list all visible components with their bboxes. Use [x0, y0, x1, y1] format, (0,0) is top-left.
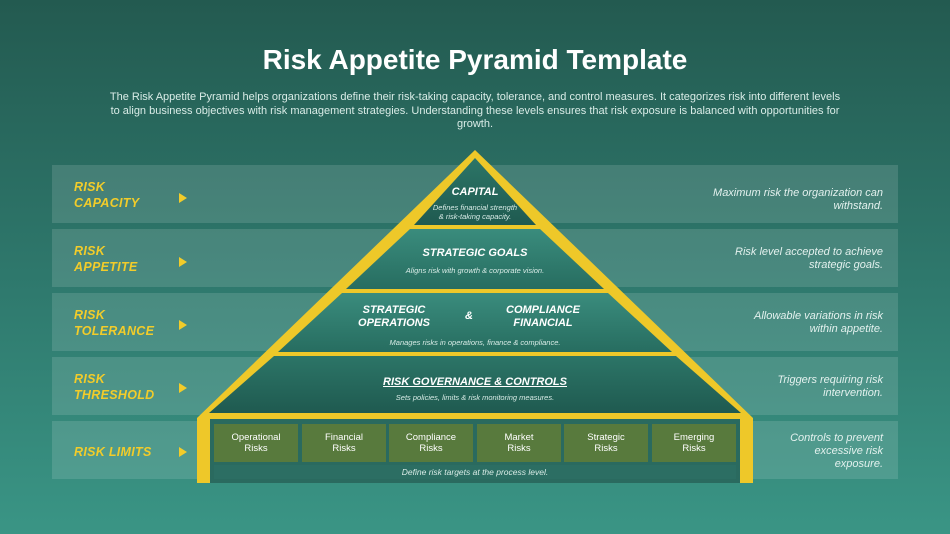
- level-label-limits: RISK LIMITS: [74, 445, 152, 459]
- level-desc-limits: Controls to prevent excessive risk expos…: [790, 432, 883, 470]
- arrow-right-icon: [179, 383, 187, 393]
- page-title: Risk Appetite Pyramid Template: [262, 44, 688, 75]
- level-desc-appetite: Risk level accepted to achieve strategic…: [735, 246, 883, 271]
- arrow-right-icon: [179, 320, 187, 330]
- capital-sub-line1: Defines financial strength: [432, 203, 518, 212]
- pyramid-tier-capital: [414, 158, 536, 225]
- strategic-goals-sub: Aligns risk with growth & corporate visi…: [405, 266, 545, 275]
- page-description: The Risk Appetite Pyramid helps organiza…: [109, 91, 841, 130]
- operations-left-text: STRATEGIC OPERATIONS: [350, 304, 438, 330]
- capital-title: CAPITAL: [451, 186, 499, 198]
- governance-title: RISK GOVERNANCE & CONTROLS: [383, 376, 567, 388]
- arrow-right-icon: [179, 257, 187, 267]
- level-desc-tolerance: Allowable variations in risk within appe…: [754, 310, 883, 335]
- operations-left-line1: STRATEGIC: [362, 304, 426, 316]
- level-desc-threshold: Triggers requiring risk intervention.: [777, 374, 883, 399]
- operations-left-line2: OPERATIONS: [358, 317, 430, 329]
- pyramid-tier-strategic-goals: [346, 229, 604, 289]
- operations-right-text: COMPLIANCE FINANCIAL: [496, 304, 590, 330]
- strategic-goals-title: STRATEGIC GOALS: [422, 247, 528, 259]
- capital-sub-line2: & risk-taking capacity.: [438, 212, 512, 221]
- operations-amp: &: [465, 310, 473, 322]
- operations-right-line1: COMPLIANCE: [506, 304, 580, 316]
- operations-right-line2: FINANCIAL: [513, 317, 573, 329]
- capital-tier-text: CAPITAL Defines financial strength & ris…: [415, 186, 535, 221]
- governance-sub: Sets policies, limits & risk monitoring …: [395, 393, 555, 402]
- base-footer-text: Define risk targets at the process level…: [214, 465, 736, 479]
- governance-tier-text: RISK GOVERNANCE & CONTROLS Sets policies…: [300, 376, 650, 402]
- pyramid-tier-governance: [209, 356, 741, 413]
- arrow-right-icon: [179, 447, 187, 457]
- level-desc-capacity: Maximum risk the organization can withst…: [713, 187, 883, 212]
- pyramid-tier-operations: [278, 293, 672, 352]
- strategic-goals-tier-text: STRATEGIC GOALS Aligns risk with growth …: [355, 247, 595, 275]
- operations-sub: Manages risks in operations, finance & c…: [389, 338, 561, 347]
- arrow-right-icon: [179, 193, 187, 203]
